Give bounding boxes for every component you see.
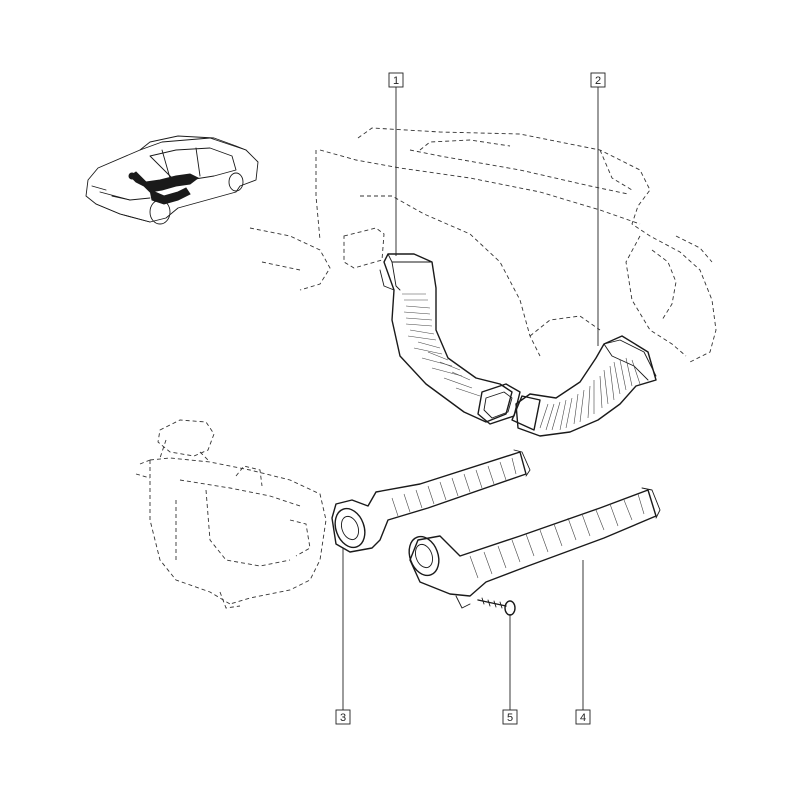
car-location-thumbnail (85, 135, 259, 225)
air-duct-1 (379, 253, 521, 425)
dashboard-outline (249, 127, 717, 363)
callout-4: 4 (575, 709, 591, 725)
callout-5-label: 5 (507, 712, 513, 724)
callout-1: 1 (388, 72, 404, 88)
air-duct-2 (511, 335, 657, 437)
air-duct-4 (408, 487, 661, 609)
callout-1-label: 1 (393, 75, 399, 87)
callout-2: 2 (590, 72, 606, 88)
callout-2-label: 2 (595, 75, 601, 87)
callout-4-label: 4 (580, 712, 586, 724)
screw-5 (477, 597, 516, 616)
callout-leaders (342, 86, 599, 710)
callout-3: 3 (335, 709, 351, 725)
heater-housing-outline (135, 419, 327, 609)
callout-3-label: 3 (340, 712, 346, 724)
callout-5: 5 (502, 709, 518, 725)
air-duct-3 (331, 449, 531, 553)
